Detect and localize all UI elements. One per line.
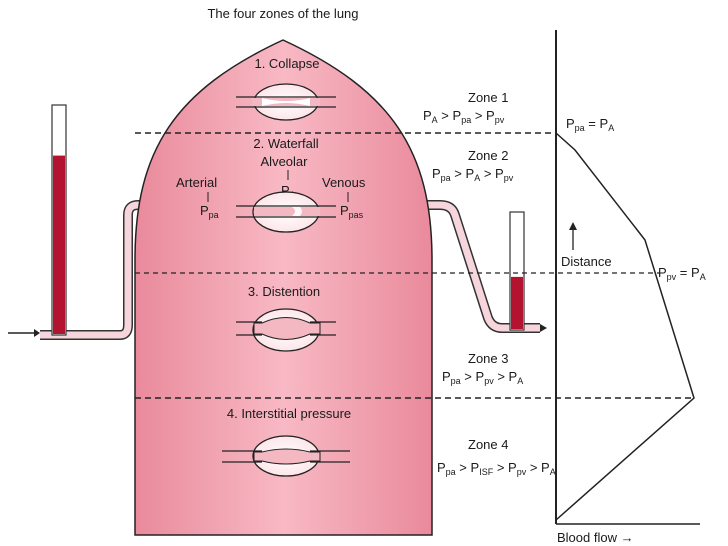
right-vessel [420,200,540,333]
equation-subscript: pa [575,123,585,133]
zone-3-name: Zone 3 [468,351,508,366]
alveolus-interstitial [222,435,350,477]
distance-label: Distance [561,254,612,269]
left-manometer [51,104,67,336]
alveolar-label: Alveolar [261,154,309,169]
region-collapse-label: 1. Collapse [254,56,319,71]
equation-text: > P [471,108,495,123]
zone-2-name: Zone 2 [468,148,508,163]
blood-flow-curve [555,132,695,521]
equation-text: = P [676,265,700,280]
right-outflow-arrow [540,324,547,332]
equation-text: > P [438,108,462,123]
alveolus-distention [236,308,336,352]
equation-text: > P [480,166,504,181]
equation-subscript: A [700,272,706,282]
alveolus-collapse [236,83,336,121]
equation-text: > P [461,369,485,384]
zone-3-equation: Ppa > Ppv > PA [442,369,523,386]
lung-shape [134,39,433,536]
equation-subscript: pv [517,467,527,477]
blood-flow-label: Blood flow → [557,530,634,545]
region-waterfall-label: 2. Waterfall [253,136,318,151]
left-vessel [40,200,170,340]
equation-text: > P [526,460,550,475]
ppas-label: Ppas [340,203,364,220]
left-inflow-arrow [8,329,40,337]
equation-text: > P [493,460,517,475]
equation-subscript: A [474,173,480,183]
equation-text: P [658,265,667,280]
region-distention-label: 3. Distention [248,284,320,299]
region-interstitial-label: 4. Interstitial pressure [227,406,351,421]
equation-text: = P [585,116,609,131]
equation-subscript: pa [461,115,471,125]
diagram-title: The four zones of the lung [207,6,358,21]
right-manometer-blood [511,276,523,329]
equation-subscript: pa [441,173,451,183]
equation-subscript: pv [495,115,505,125]
equation-subscript: A [517,376,523,386]
zone-1-equation: PA > Ppa > Ppv [423,108,505,125]
equation-subscript: A [550,467,556,477]
equation-text: P [437,460,446,475]
zone-4-equation: Ppa > PISF > Ppv > PA [437,460,556,477]
ppv-equals-pa: Ppv = PA [658,265,706,282]
arterial-label: Arterial [176,175,217,190]
zone-1-name: Zone 1 [468,90,508,105]
equation-subscript: pa [446,467,456,477]
right-manometer [509,211,525,331]
ppa-equals-pa: Ppa = PA [566,116,614,133]
equation-subscript: A [608,123,614,133]
equation-subscript: pv [504,173,514,183]
equation-subscript: pa [451,376,461,386]
zone-2-equation: Ppa > PA > Ppv [432,166,514,183]
distance-arrow [569,222,577,250]
equation-subscript: A [432,115,438,125]
venous-label: Venous [322,175,366,190]
left-manometer-blood [53,155,65,334]
equation-text: > P [494,369,518,384]
equation-subscript: ISF [479,467,494,477]
equation-text: P [566,116,575,131]
ppa-label: Ppa [200,203,219,220]
equation-subscript: pv [484,376,494,386]
equation-text: > P [451,166,475,181]
zone-4-name: Zone 4 [468,437,508,452]
equation-text: P [432,166,441,181]
equation-subscript: pv [667,272,677,282]
equation-text: > P [456,460,480,475]
alveolus-waterfall [236,191,336,233]
equation-text: P [442,369,451,384]
equation-text: P [423,108,432,123]
